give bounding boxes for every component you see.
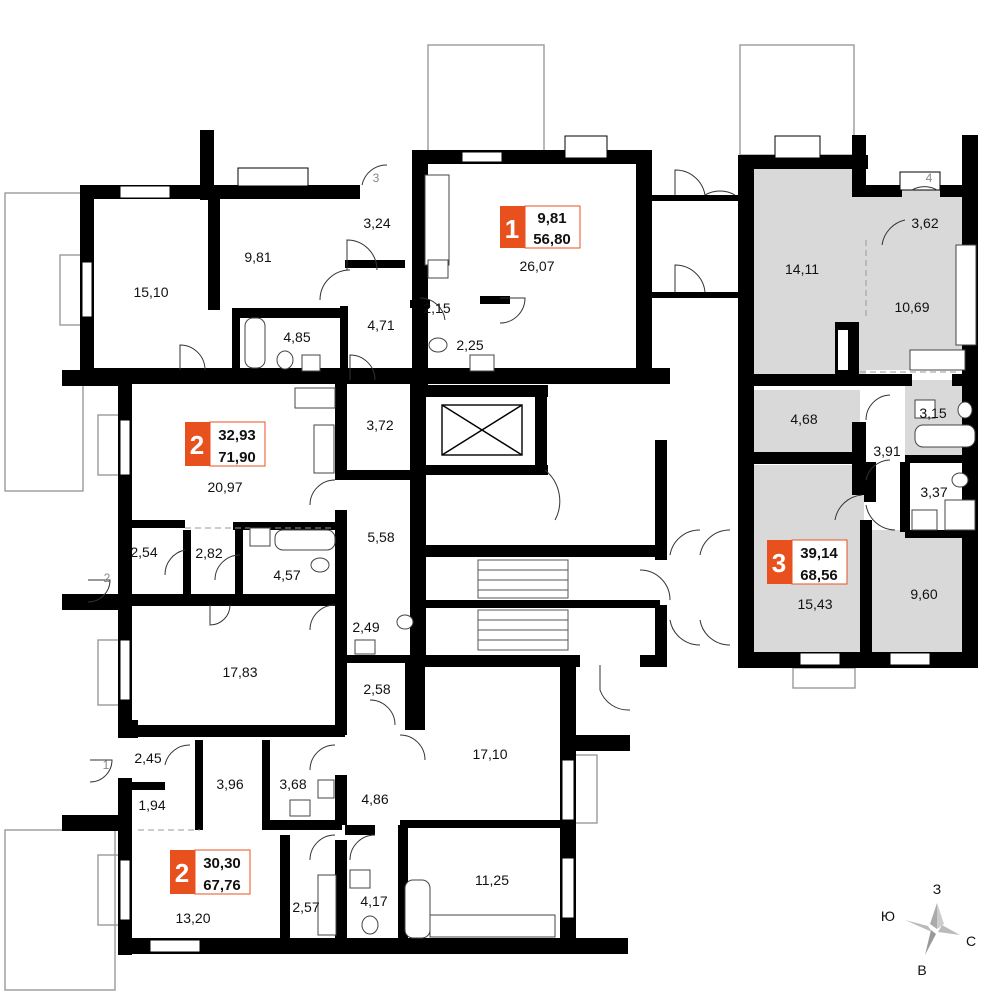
room-area: 2,45	[134, 750, 161, 766]
room-area: 10,69	[894, 299, 929, 315]
compass-east: С	[966, 933, 976, 949]
room-area: 3,37	[920, 484, 947, 500]
compass-north: З	[933, 881, 941, 897]
apartment-total-area: 71,90	[218, 449, 256, 466]
doors	[87, 164, 938, 861]
room-area: 13,20	[175, 910, 210, 926]
apartment-badge-1: 1 9,81 56,80	[500, 205, 581, 249]
apartment-badge-3: 3 39,14 68,56	[767, 539, 848, 585]
apartment-total-area: 68,56	[800, 567, 838, 584]
room-area: 9,60	[910, 586, 937, 602]
room-area: 20,97	[207, 479, 242, 495]
room-area: 3,91	[873, 443, 900, 459]
room-area: 3,24	[363, 215, 390, 231]
room-area: 2,49	[352, 619, 379, 635]
entrance-number: 4	[926, 171, 933, 185]
room-area: 15,10	[133, 284, 168, 300]
room-area: 9,81	[244, 249, 271, 265]
room-area: 2,25	[456, 337, 483, 353]
room-area: 2,58	[363, 681, 390, 697]
room-area: 2,54	[130, 544, 157, 560]
room-area: 3,72	[366, 417, 393, 433]
room-area: 5,58	[367, 529, 394, 545]
compass: З Ю С В	[881, 881, 976, 978]
elevator	[441, 404, 523, 456]
apartment-number: 2	[190, 430, 204, 460]
room-area: 4,71	[367, 317, 394, 333]
room-area: 26,07	[519, 258, 554, 274]
room-area: 11,25	[475, 872, 509, 888]
apartment-living-area: 9,81	[537, 210, 566, 227]
entrance-number: 3	[373, 171, 380, 185]
room-area: 2,57	[292, 899, 319, 915]
room-area: 4,85	[283, 329, 310, 345]
room-area: 2,15	[423, 300, 450, 316]
apartment-badge-2-lower: 2 30,30 67,76	[170, 849, 251, 895]
entrance-number: 1	[103, 758, 110, 772]
apartment-living-area: 30,30	[203, 855, 241, 872]
room-area: 3,15	[919, 405, 946, 421]
room-labels: 15,10 9,81 3,24 4,85 4,71 2,15 2,25 26,0…	[130, 215, 947, 926]
apartment-badge-2-upper: 2 32,93 71,90	[185, 421, 266, 467]
apartment-number: 1	[505, 214, 519, 244]
compass-west: Ю	[881, 908, 895, 924]
room-area: 2,82	[195, 545, 222, 561]
apartment-total-area: 56,80	[533, 231, 571, 248]
room-area: 4,86	[361, 791, 388, 807]
room-area: 17,10	[472, 746, 507, 762]
room-area: 1,94	[138, 797, 165, 813]
apartment-number: 2	[175, 858, 189, 888]
room-area: 17,83	[222, 664, 257, 680]
room-area: 3,62	[911, 215, 938, 231]
apartment-living-area: 32,93	[218, 427, 256, 444]
apartment-living-area: 39,14	[800, 545, 838, 562]
fixtures	[244, 174, 977, 939]
compass-south: В	[917, 962, 926, 978]
room-area: 14,11	[785, 261, 819, 277]
room-area: 15,43	[797, 596, 832, 612]
entrance-numbers: 3 4 2 1	[103, 171, 933, 772]
room-area: 3,96	[216, 776, 243, 792]
apartment-number: 3	[772, 548, 786, 578]
apartment-total-area: 67,76	[203, 877, 241, 894]
room-area: 3,68	[279, 776, 306, 792]
stairs	[470, 559, 655, 651]
room-area: 4,68	[790, 411, 817, 427]
windows	[81, 135, 941, 953]
entrance-number: 2	[104, 571, 111, 585]
room-area: 4,57	[273, 567, 300, 583]
room-area: 4,17	[360, 893, 387, 909]
